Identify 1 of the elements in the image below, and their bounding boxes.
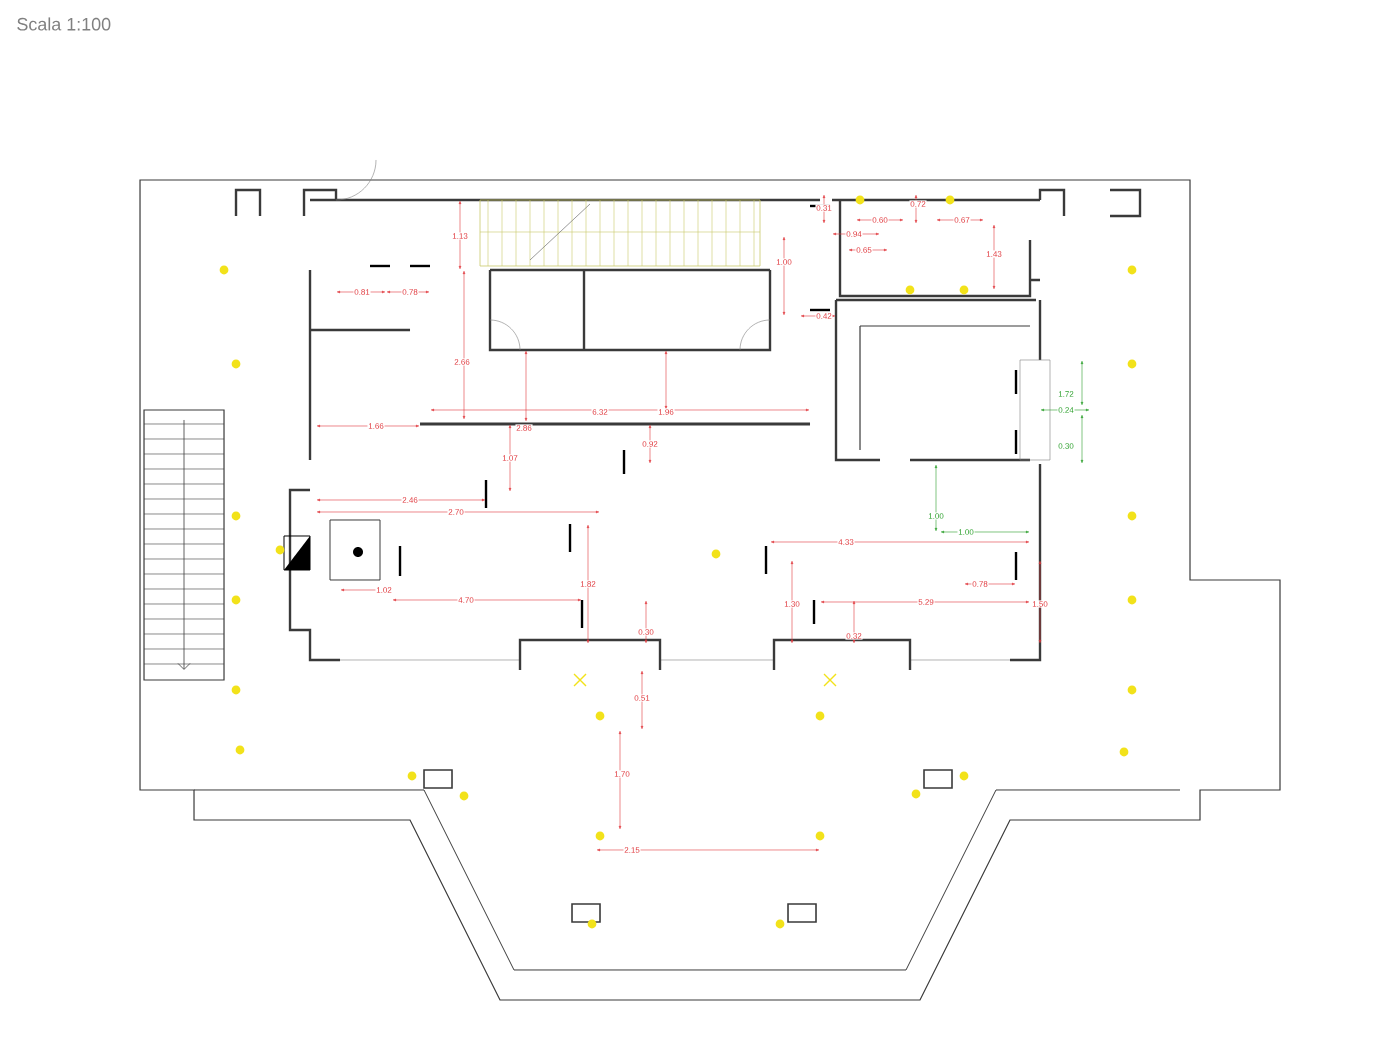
scale-title: Scala 1:100 (17, 17, 111, 31)
